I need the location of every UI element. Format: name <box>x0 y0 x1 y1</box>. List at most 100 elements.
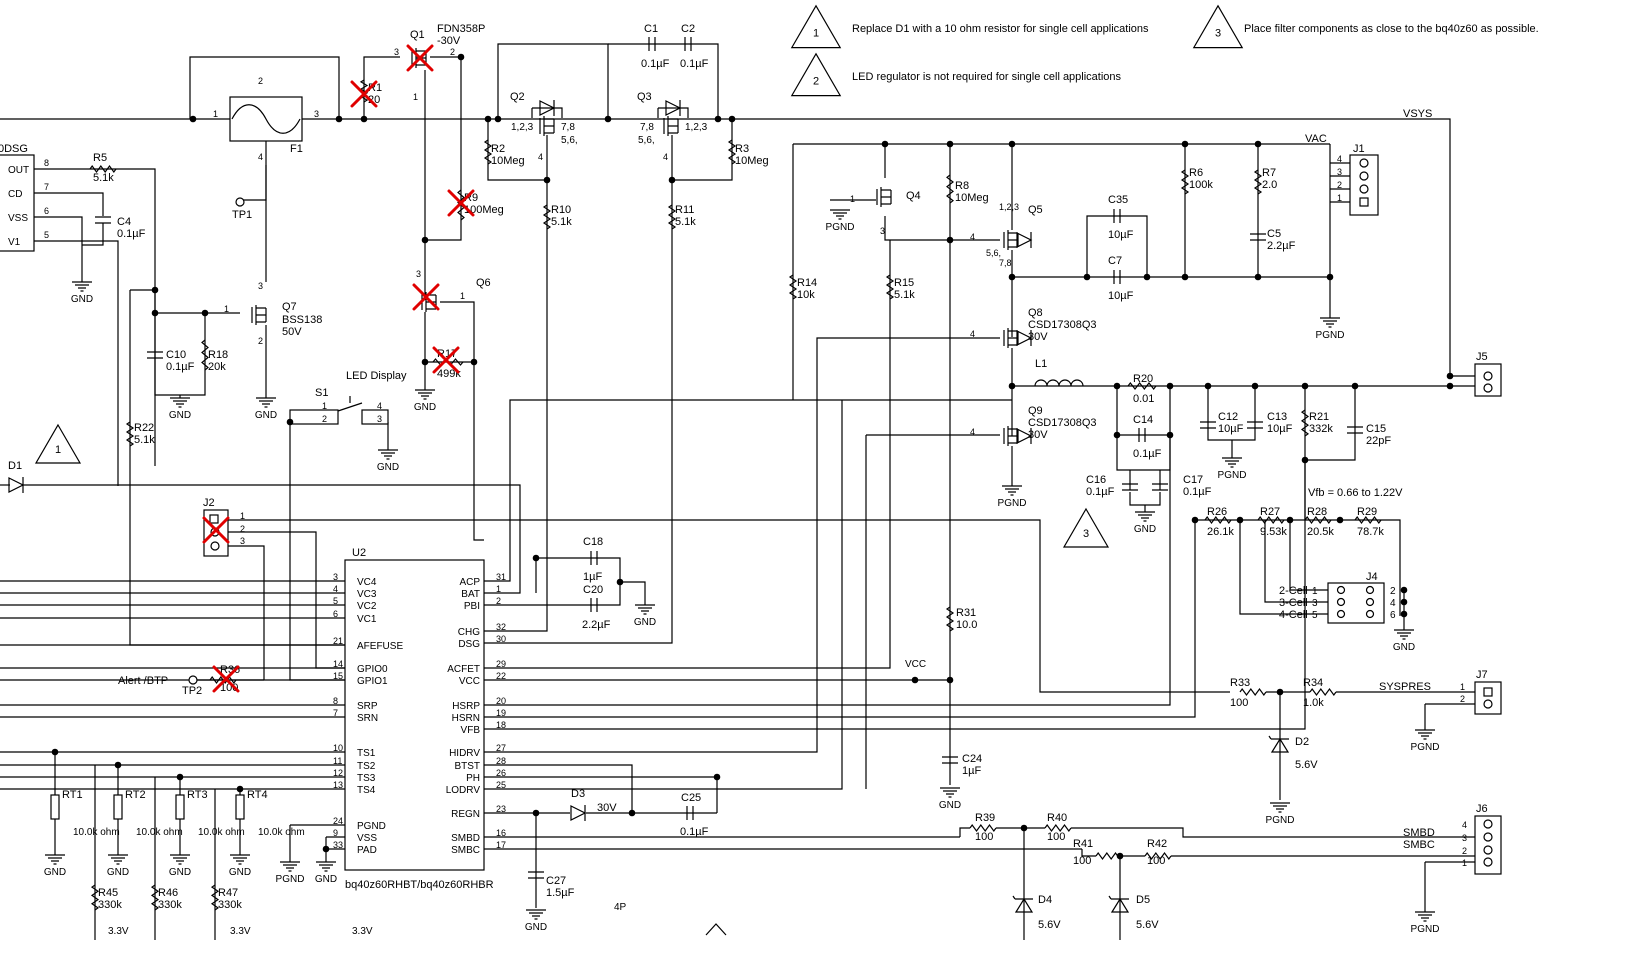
rt1-body <box>50 794 60 820</box>
s1-actuator <box>337 396 363 412</box>
r26-resistor <box>1204 515 1232 525</box>
q4-pin1: 1 <box>850 194 855 204</box>
cell3-pin-a: 3 <box>1312 598 1318 609</box>
junction-dot <box>1008 273 1016 281</box>
v33-label-1: 3.3V <box>108 926 129 937</box>
j2-pin1 <box>209 514 219 524</box>
q5-pin4: 4 <box>970 232 975 242</box>
note-2-marker-num: 2 <box>813 76 819 88</box>
smbd-out <box>1071 827 1475 838</box>
bq-pin-SMBC: SMBC <box>451 845 480 856</box>
r47-label: R47 <box>218 887 238 899</box>
c10v-label: 0.1µF <box>166 361 195 373</box>
q9part-label: CSD17308Q3 <box>1028 417 1097 429</box>
q8-pin4: 4 <box>970 329 975 339</box>
partial-label: 4P <box>614 902 627 913</box>
ground-symbol <box>45 854 65 865</box>
d4v-label: 5.6V <box>1038 919 1061 931</box>
r27-resistor <box>1257 515 1285 525</box>
hsrn-wire <box>484 520 1196 718</box>
cell4-pad-b <box>1365 609 1375 619</box>
fuse-element <box>231 104 301 134</box>
r26v-label: 26.1k <box>1207 526 1234 538</box>
r47-resistor <box>210 884 220 911</box>
bq-pin-SRP-num: 8 <box>333 696 338 706</box>
q2-pin4: 4 <box>538 152 543 162</box>
c15-wire <box>1305 386 1356 461</box>
l1-label: L1 <box>1035 358 1047 370</box>
q5-pins-c: 7,8 <box>999 258 1012 268</box>
r34-label: R34 <box>1303 677 1323 689</box>
r18v-label: 20k <box>208 361 226 373</box>
bq-pin-CHG-num: 32 <box>496 622 506 632</box>
q8v-label: 30V <box>1028 331 1048 343</box>
j1-pin-1 <box>1359 197 1369 207</box>
r7v-label: 2.0 <box>1262 179 1277 191</box>
c13v-label: 10µF <box>1267 423 1293 435</box>
c4-gnd <box>82 223 104 246</box>
ground-symbol <box>1270 802 1290 813</box>
note-2-text: LED regulator is not required for single… <box>852 71 1122 83</box>
q4-mosfet <box>876 187 892 207</box>
c2-label: C2 <box>681 23 695 35</box>
led-label: LED Display <box>346 370 407 382</box>
q3-body <box>657 107 689 118</box>
q3-pins-a: 7,8 <box>640 122 654 133</box>
c2-loop <box>608 43 719 119</box>
junction-dot <box>114 761 122 769</box>
c13-capacitor <box>1247 421 1263 429</box>
cell4-pin-b: 6 <box>1390 610 1396 621</box>
junction-dot <box>714 115 722 123</box>
junction-dot <box>616 578 624 586</box>
r5-label: R5 <box>93 152 107 164</box>
tp1-symbol <box>235 197 245 207</box>
j7-pin2-num: 2 <box>1460 694 1465 704</box>
ground-symbol <box>635 604 655 615</box>
r9v-label: 100Meg <box>464 204 504 216</box>
marker-d1-num: 1 <box>55 444 61 456</box>
bq-pin-TS1-num: 10 <box>333 743 343 753</box>
c20-label: C20 <box>583 584 603 596</box>
r31-label: R31 <box>956 607 976 619</box>
r22-label: R22 <box>134 422 154 434</box>
bq-pin-TS4: TS4 <box>357 785 376 796</box>
junction-dot <box>1008 140 1016 148</box>
c1-capacitor <box>648 37 656 51</box>
junction-dot <box>946 140 954 148</box>
c27-label: C27 <box>546 875 566 887</box>
j6-header <box>1474 815 1502 875</box>
q1-mosfet <box>411 48 427 68</box>
bq-pin-VFB: VFB <box>461 725 481 736</box>
junction-dot <box>1336 516 1344 524</box>
junction-dot <box>1446 382 1454 390</box>
pgnd-q4: PGND <box>826 222 855 233</box>
btst-wire <box>484 764 633 813</box>
r42v-label: 100 <box>1147 855 1165 867</box>
ground-symbol <box>72 281 92 292</box>
ground-symbol <box>526 909 546 920</box>
junction-dot <box>176 773 184 781</box>
bq-pin-GPIO1-num: 15 <box>333 671 343 681</box>
q2-body-diode <box>539 100 556 116</box>
junction-dot <box>51 748 59 756</box>
q1-pin2: 2 <box>450 47 455 57</box>
c16-c17-gnd <box>1129 492 1161 506</box>
bq-pin-GPIO1: GPIO1 <box>357 676 388 687</box>
r14v-label: 10k <box>797 289 815 301</box>
junction-dot <box>1254 140 1262 148</box>
rt1-label: RT1 <box>62 789 83 801</box>
cell2-pad-a <box>1336 585 1346 595</box>
junction-dot <box>1301 456 1309 464</box>
removed-r9 <box>447 189 475 217</box>
ground-symbol <box>1415 911 1435 922</box>
s1-pin2: 2 <box>322 414 327 424</box>
j5-label: J5 <box>1476 351 1488 363</box>
r2-label: R2 <box>491 143 505 155</box>
junction-dot <box>1113 382 1121 390</box>
c16-label: C16 <box>1086 474 1106 486</box>
junction-dot <box>946 676 954 684</box>
bq-pin-PAD-num: 33 <box>333 840 343 850</box>
vss-gnd-wire <box>80 216 83 282</box>
note-3-marker-num: 3 <box>1215 28 1221 40</box>
